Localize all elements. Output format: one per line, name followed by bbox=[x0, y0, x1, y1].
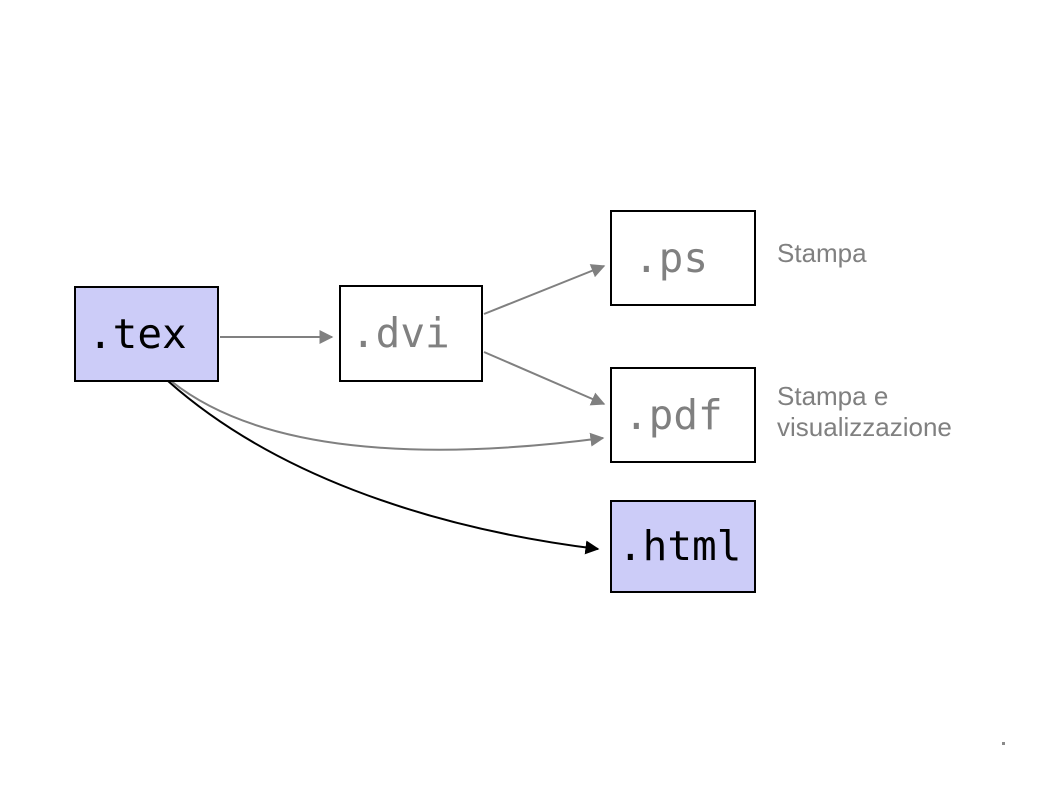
node-tex-label: .tex bbox=[88, 309, 187, 358]
node-ps[interactable]: .ps bbox=[610, 210, 756, 306]
edge-tex-to-pdf bbox=[170, 380, 605, 451]
edge-tex-to-html bbox=[167, 380, 600, 555]
node-pdf[interactable]: .pdf bbox=[610, 367, 756, 463]
annotation-ps-stampa: Stampa bbox=[777, 238, 867, 268]
node-dvi[interactable]: .dvi bbox=[339, 285, 483, 382]
edge-dvi-to-ps bbox=[483, 264, 606, 315]
node-html-label: .html bbox=[618, 522, 742, 570]
node-html[interactable]: .html bbox=[610, 500, 756, 593]
node-dvi-label: .dvi bbox=[351, 309, 450, 357]
node-ps-label: .ps bbox=[634, 233, 709, 282]
stray-dot-mark bbox=[1002, 742, 1005, 745]
edge-dvi-to-pdf bbox=[483, 351, 606, 406]
node-pdf-label: .pdf bbox=[624, 390, 723, 439]
annotation-pdf-stampa-e-visualizzazione: Stampa e visualizzazione bbox=[777, 381, 952, 442]
node-tex[interactable]: .tex bbox=[74, 286, 219, 382]
